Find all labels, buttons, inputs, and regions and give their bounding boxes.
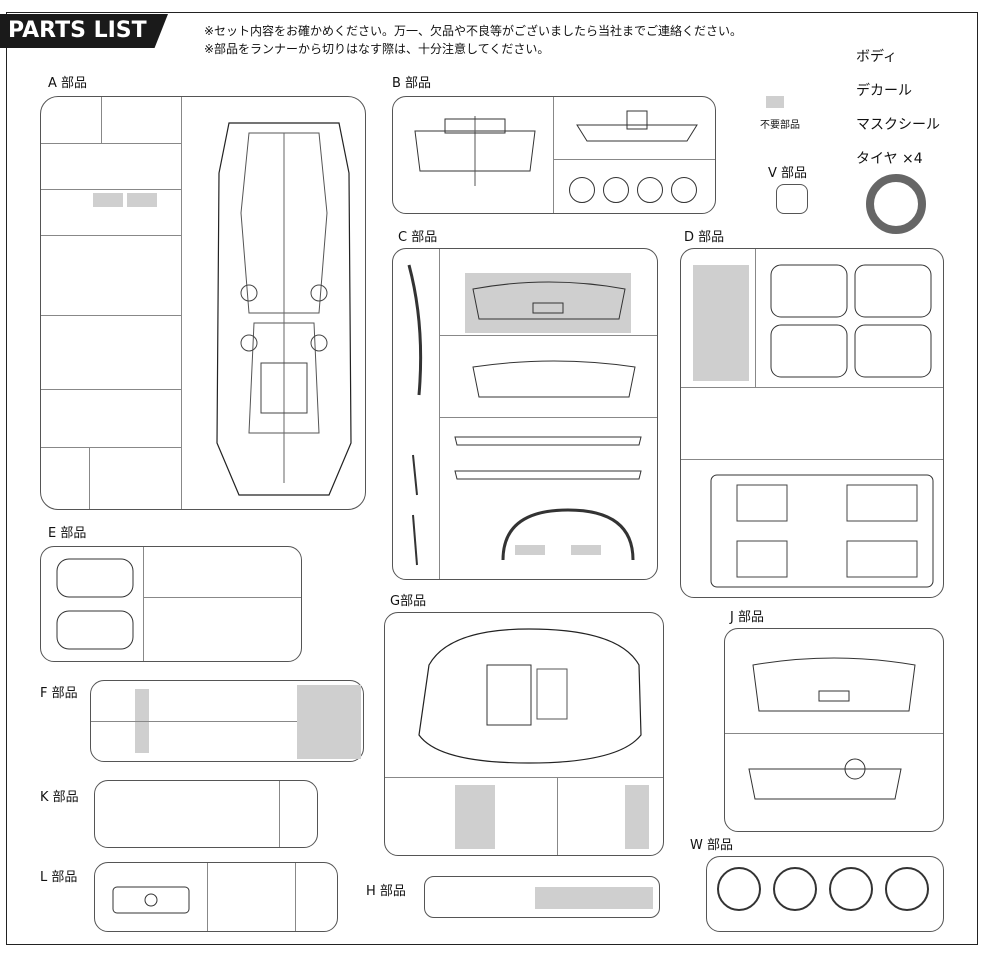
section-d-label: D 部品 xyxy=(684,230,725,245)
runner-l xyxy=(94,862,338,932)
extra-tires: タイヤ ×4 xyxy=(856,151,923,167)
runner-b xyxy=(392,96,716,214)
wheel-1 xyxy=(717,867,761,911)
runner-j xyxy=(724,628,944,832)
runner-k xyxy=(94,780,318,848)
section-b-label: B 部品 xyxy=(392,76,432,91)
runner-e xyxy=(40,546,302,662)
runner-a xyxy=(40,96,366,510)
section-c-label: C 部品 xyxy=(398,230,438,245)
extra-mask-seal: マスクシール xyxy=(856,117,940,133)
wheel-3 xyxy=(829,867,873,911)
runner-c xyxy=(392,248,658,580)
section-g-label: G部品 xyxy=(390,594,427,609)
runner-d xyxy=(680,248,944,598)
parts-list-frame xyxy=(6,12,978,945)
grille-frame-drawing xyxy=(501,508,635,561)
runner-f xyxy=(90,680,364,762)
unused-legend: 不要部品 xyxy=(760,120,800,131)
section-w-label: W 部品 xyxy=(690,838,733,853)
section-h-label: H 部品 xyxy=(366,884,406,899)
front-grille-drawing xyxy=(112,886,190,914)
seat-cushions-drawing xyxy=(56,558,134,650)
dashboard-drawing xyxy=(748,758,902,800)
section-k-label: K 部品 xyxy=(40,790,79,805)
section-j-label: J 部品 xyxy=(730,610,764,625)
tire-drawing xyxy=(866,174,926,234)
wheel-4 xyxy=(885,867,929,911)
note-check-contents: ※セット内容をお確かめください。万一、欠品や不良等がございましたら当社までご連絡… xyxy=(204,24,743,38)
section-e-label: E 部品 xyxy=(48,526,87,541)
extra-body: ボディ xyxy=(856,49,898,65)
section-f-label: F 部品 xyxy=(40,686,78,701)
section-a-label: A 部品 xyxy=(48,76,88,91)
side-skirts-drawing xyxy=(454,436,642,480)
rear-bumper-drawing xyxy=(472,360,636,398)
section-l-label: L 部品 xyxy=(40,870,78,885)
front-fascia-drawing xyxy=(752,657,916,712)
wheel-2 xyxy=(773,867,817,911)
runner-w xyxy=(706,856,944,932)
rear-suspension-drawing xyxy=(576,110,698,142)
runner-g xyxy=(384,612,664,856)
section-v-label: V 部品 xyxy=(768,166,808,181)
note-cut-carefully: ※部品をランナーから切りはなす際は、十分注意してください。 xyxy=(204,42,550,56)
spoiler-drawing xyxy=(407,264,423,566)
unused-swatch xyxy=(766,96,784,108)
extra-decal: デカール xyxy=(856,83,912,99)
parts-list-banner: PARTS LIST xyxy=(0,14,168,48)
body-shell-drawing xyxy=(418,628,642,764)
runner-v xyxy=(776,184,808,214)
door-panels-drawing xyxy=(770,264,932,378)
chassis-underbody-drawing xyxy=(216,122,352,496)
front-bumper-drawing xyxy=(472,281,626,320)
interior-tub-drawing xyxy=(710,474,934,588)
front-subframe-drawing xyxy=(414,116,536,186)
runner-h xyxy=(424,876,660,918)
